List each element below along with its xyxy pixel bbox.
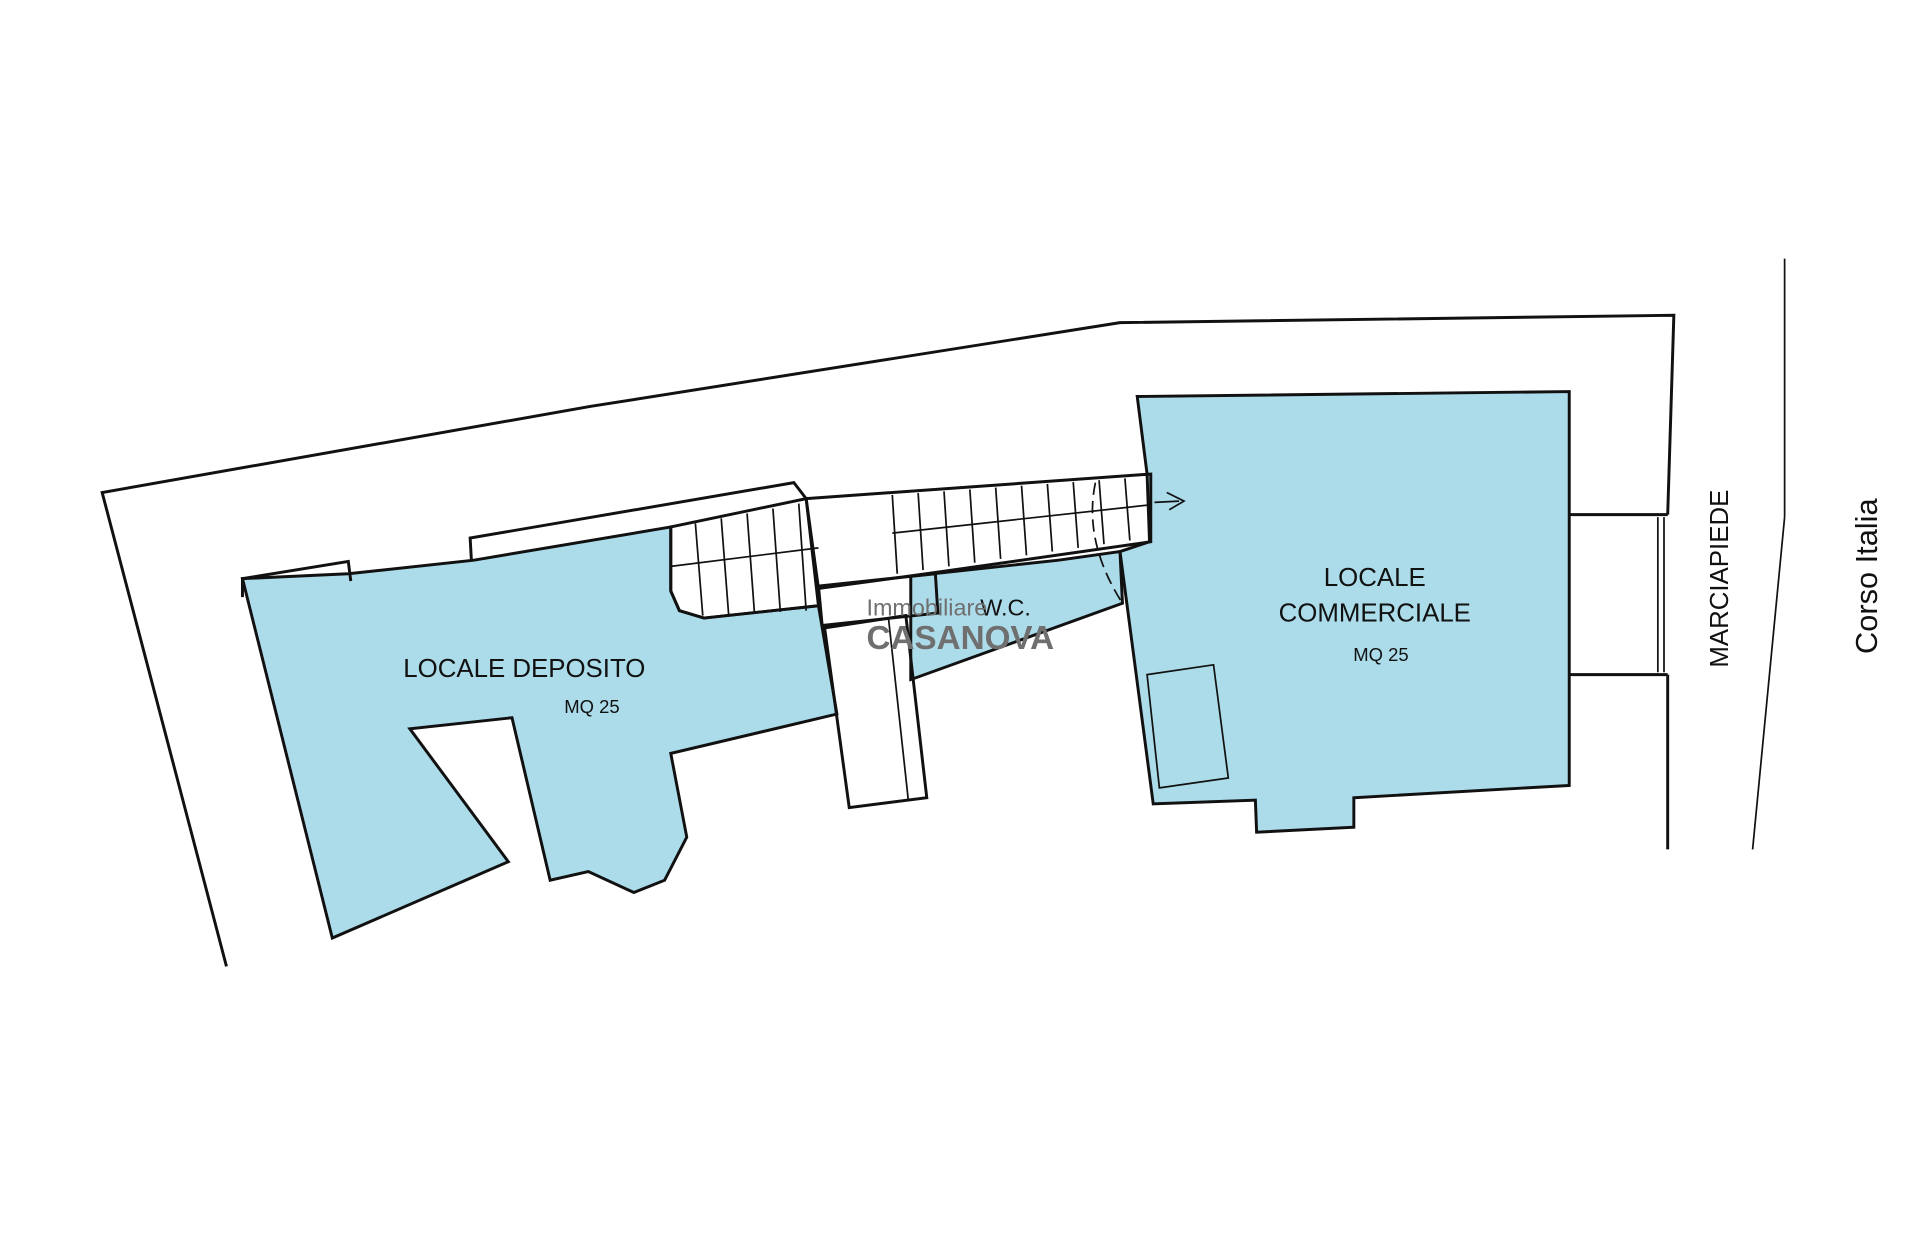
wc-partition [816, 572, 940, 628]
counter [1146, 663, 1230, 789]
sidewalk-label: MARCIAPIEDE [1706, 490, 1734, 668]
road-edge-lower [1751, 517, 1786, 850]
stair-tread [1124, 478, 1131, 541]
stair-tread [891, 494, 899, 574]
road-label: Corso Italia [1849, 498, 1884, 654]
room-deposito [240, 525, 839, 941]
room-commerciale [1118, 390, 1571, 834]
property-boundary [100, 313, 1676, 967]
stair-tread [772, 508, 782, 612]
watermark-line1: Immobiliare [866, 595, 987, 621]
commerciale-label-1: LOCALE [1324, 564, 1426, 592]
watermark-line2: CASANOVA [866, 620, 1054, 657]
commerciale-label-2: COMMERCIALE [1279, 600, 1471, 628]
stair-tread [943, 491, 950, 567]
stair-tread [994, 487, 1002, 560]
deposito-top-wall [240, 559, 353, 598]
deposito-top-wall-2 [468, 481, 808, 561]
stair-tread [1072, 481, 1080, 548]
stair-tread [1046, 483, 1054, 552]
commerciale-area: MQ 25 [1353, 644, 1408, 665]
stair-tread [720, 518, 730, 615]
stair-tread [694, 523, 704, 616]
deposito-area: MQ 25 [564, 696, 619, 717]
passage-line [887, 619, 910, 801]
wc-label: W.C. [980, 595, 1031, 621]
stair-tread [1020, 485, 1028, 556]
stair-tread [1098, 480, 1105, 545]
stair-tread [746, 513, 756, 614]
stair-tread [917, 493, 924, 571]
staircase [669, 472, 1186, 620]
stair-tread [797, 503, 808, 611]
stair-tread [968, 489, 976, 563]
passage [822, 613, 929, 810]
deposito-label: LOCALE DEPOSITO [403, 655, 645, 683]
